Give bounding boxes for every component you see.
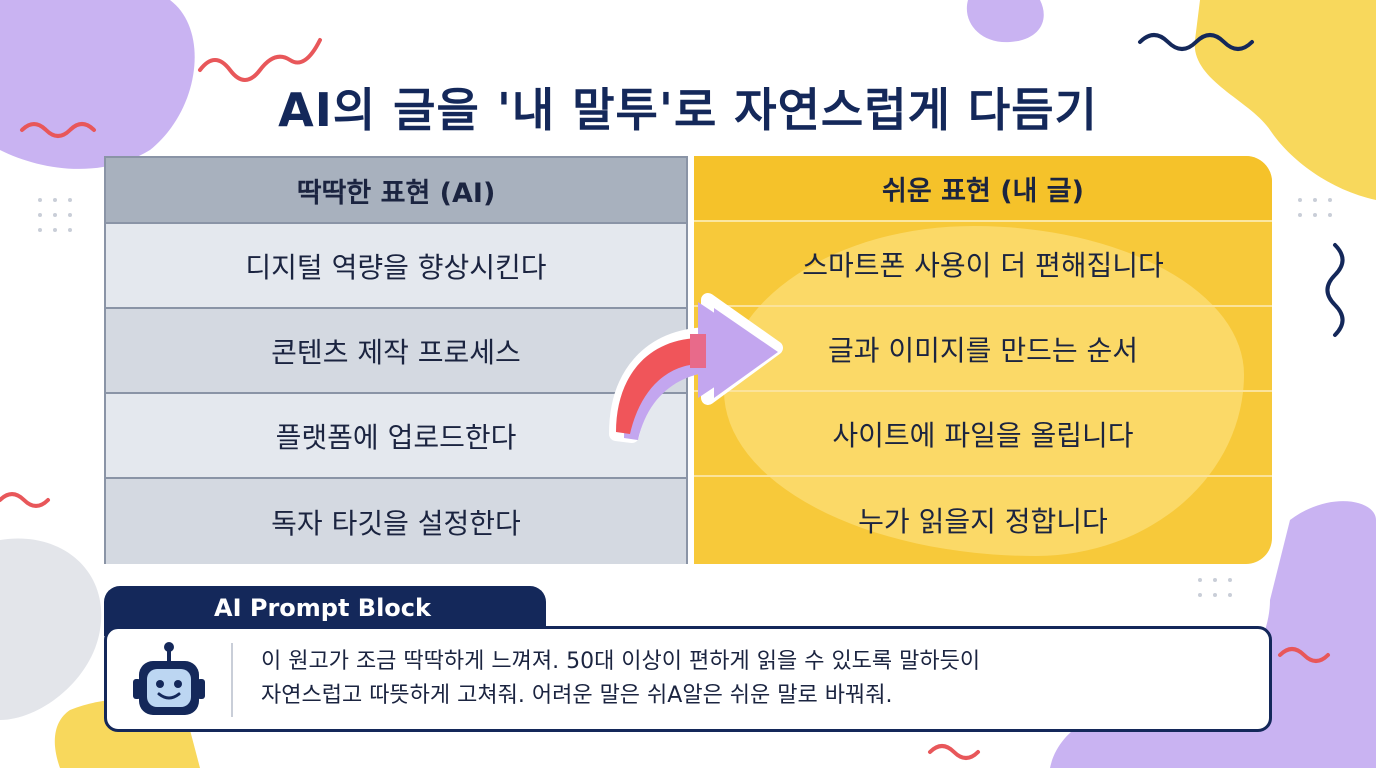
prompt-line: 이 원고가 조금 딱딱하게 느껴져. 50대 이상이 편하게 읽을 수 있도록 … bbox=[261, 649, 981, 674]
prompt-divider bbox=[231, 643, 233, 717]
hard-expression-cell: 콘텐츠 제작 프로세스 bbox=[106, 309, 686, 394]
comparison-table: 딱딱한 표현 (AI) 디지털 역량을 향상시킨다 콘텐츠 제작 프로세스 플랫… bbox=[104, 156, 1272, 564]
robot-icon bbox=[133, 642, 205, 715]
hard-expression-cell: 독자 타깃을 설정한다 bbox=[106, 479, 686, 564]
hard-expression-header: 딱딱한 표현 (AI) bbox=[106, 158, 686, 224]
hard-expression-cell: 디지털 역량을 향상시킨다 bbox=[106, 224, 686, 309]
hard-expression-cell: 플랫폼에 업로드한다 bbox=[106, 394, 686, 479]
easy-expression-cell: 사이트에 파일을 올립니다 bbox=[694, 392, 1272, 477]
easy-expression-cell: 글과 이미지를 만드는 순서 bbox=[694, 307, 1272, 392]
prompt-block: 이 원고가 조금 딱딱하게 느껴져. 50대 이상이 편하게 읽을 수 있도록 … bbox=[104, 626, 1272, 732]
prompt-line: 자연스럽고 따뜻하게 고쳐줘. 어려운 말은 쉬A알은 쉬운 말로 바꿔줘. bbox=[261, 683, 893, 708]
easy-expression-column: 쉬운 표현 (내 글) 스마트폰 사용이 더 편해집니다 글과 이미지를 만드는… bbox=[694, 156, 1272, 564]
easy-expression-header: 쉬운 표현 (내 글) bbox=[694, 156, 1272, 222]
easy-expression-cell: 스마트폰 사용이 더 편해집니다 bbox=[694, 222, 1272, 307]
page-title: AI의 글을 '내 말투'로 자연스럽게 다듬기 bbox=[278, 83, 1098, 137]
easy-expression-cell: 누가 읽을지 정합니다 bbox=[858, 504, 1108, 538]
curved-arrow-icon bbox=[609, 293, 783, 443]
prompt-text: 이 원고가 조금 딱딱하게 느껴져. 50대 이상이 편하게 읽을 수 있도록 … bbox=[261, 645, 980, 713]
hard-expression-column: 딱딱한 표현 (AI) 디지털 역량을 향상시킨다 콘텐츠 제작 프로세스 플랫… bbox=[104, 156, 688, 564]
